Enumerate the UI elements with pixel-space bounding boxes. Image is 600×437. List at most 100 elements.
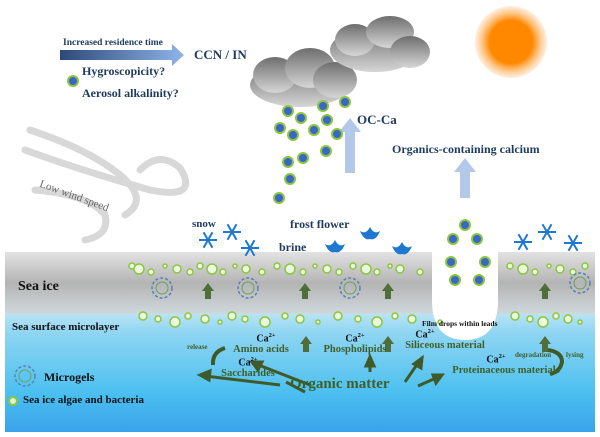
microgel-icon xyxy=(569,272,591,294)
algae-bubble xyxy=(531,268,539,276)
aerosol-particle xyxy=(320,145,332,157)
aerosol-particle xyxy=(317,100,329,112)
snowflake-arm xyxy=(572,242,579,252)
siliceous-label: Siliceous material xyxy=(405,340,485,352)
sun-icon xyxy=(475,6,547,78)
snow-label: snow xyxy=(192,218,216,230)
green-arrows-group xyxy=(202,283,551,352)
snowflake-arm xyxy=(541,223,548,233)
microgel-icon xyxy=(339,277,361,299)
algae-bubble xyxy=(354,315,362,323)
aerosol-particle xyxy=(473,274,485,286)
algae-bubble xyxy=(232,263,238,269)
residence-time-arrow xyxy=(60,44,184,66)
phospholipids-group: Ca2+ Phospholipids xyxy=(315,332,395,355)
snowflake-icon xyxy=(223,223,241,241)
snowflake-arm xyxy=(226,231,233,241)
aerosol-particle xyxy=(308,124,320,136)
algae-bubble xyxy=(526,315,534,323)
algae-bubble xyxy=(437,319,443,325)
snowflake-icon xyxy=(538,223,556,241)
snowflake-arm xyxy=(517,241,524,251)
snowflake-arm xyxy=(207,231,214,241)
amino-acids-group: Ca2+ Amino acids xyxy=(233,332,296,355)
algae-bubble xyxy=(227,311,237,321)
ca-sup: 2+ xyxy=(427,328,435,335)
green-up-arrow xyxy=(300,336,312,352)
algae-bubble xyxy=(371,316,383,328)
frost-flower-label: frost flower xyxy=(290,217,350,231)
algae-bubble xyxy=(577,319,583,325)
microgels-group xyxy=(14,272,591,387)
particles-group xyxy=(67,75,491,286)
snowflake-arm xyxy=(226,223,233,233)
algae-bubble xyxy=(391,312,399,320)
aerosol-particle xyxy=(67,75,79,87)
organics-calcium-label: Organics-containing calcium xyxy=(392,142,540,156)
algae-legend-label: Sea ice algae and bacteria xyxy=(23,394,144,406)
aerosol-particle xyxy=(339,96,351,108)
algae-bubble xyxy=(299,268,307,276)
microlayer-label: Sea surface microlayer xyxy=(12,321,120,333)
snowflake-arm xyxy=(249,247,256,257)
hygroscopicity-label: Hygroscopicity? xyxy=(82,64,166,78)
green-up-arrow xyxy=(539,336,551,352)
algae-bubble xyxy=(172,264,182,274)
algae-bubble xyxy=(186,268,194,276)
algae-bubble xyxy=(552,312,560,320)
proteinaceous-group: Ca2+ Proteinaceous materials xyxy=(446,353,566,376)
algae-bubble xyxy=(273,262,281,270)
snowflake-arm xyxy=(541,231,548,241)
frost-flowers-group xyxy=(325,227,412,255)
oc-ca-label: OC-Ca xyxy=(357,112,397,127)
algae-bubble xyxy=(138,311,148,321)
ca-label: Ca xyxy=(345,333,358,345)
algae-bubble xyxy=(258,268,266,276)
snowflake-icon xyxy=(241,239,259,257)
snowflake-arm xyxy=(202,231,209,241)
lysing-arrow xyxy=(547,348,565,376)
ca-label: Ca xyxy=(238,357,251,369)
aerosol-particle xyxy=(321,114,333,126)
aerosol-particle xyxy=(297,152,309,164)
algae-bubble xyxy=(555,264,565,274)
algae-bubble xyxy=(200,314,210,324)
snowflake-arm xyxy=(244,247,251,257)
algae-bubble xyxy=(219,268,227,276)
bubbles-group xyxy=(128,262,589,328)
microgel-icon-inner xyxy=(241,281,255,295)
algae-bubble xyxy=(546,263,552,269)
aerosol-particle xyxy=(447,233,459,245)
algae-bubble xyxy=(581,262,589,270)
up-arrow-organics xyxy=(454,158,476,198)
aerosol-particle xyxy=(471,233,483,245)
algae-bubble xyxy=(569,268,577,276)
algae-legend-icon xyxy=(8,396,18,406)
snowflake-arm xyxy=(202,239,209,249)
algae-bubble xyxy=(537,316,549,328)
phospholipids-label: Phospholipids xyxy=(323,344,387,356)
ca-sup: 2+ xyxy=(357,332,365,339)
algae-bubble xyxy=(335,268,343,276)
green-up-arrow xyxy=(299,283,311,299)
snowflake-icon xyxy=(564,234,582,252)
siliceous-group: Ca2+ Siliceous material xyxy=(395,328,495,351)
aerosol-particle xyxy=(274,122,286,134)
sea-ice-layer xyxy=(5,252,595,314)
algae-bubble xyxy=(241,315,249,323)
algae-bubble xyxy=(407,314,417,324)
algae-bubble xyxy=(395,264,405,274)
microgel-icon xyxy=(237,277,259,299)
ca-sup: 2+ xyxy=(268,332,276,339)
ice-lead xyxy=(432,252,498,340)
algae-bubble xyxy=(259,316,271,328)
microgel-icon-inner xyxy=(18,369,32,383)
snowflake-arm xyxy=(567,242,574,252)
organic-matter-label: Organic matter xyxy=(290,376,390,392)
algae-bubble xyxy=(133,263,145,275)
release-arrow xyxy=(210,346,226,366)
snowflake-icon xyxy=(514,233,532,251)
algae-bubble xyxy=(312,263,318,269)
algae-bubble xyxy=(281,312,289,320)
ca-label: Ca xyxy=(256,333,269,345)
